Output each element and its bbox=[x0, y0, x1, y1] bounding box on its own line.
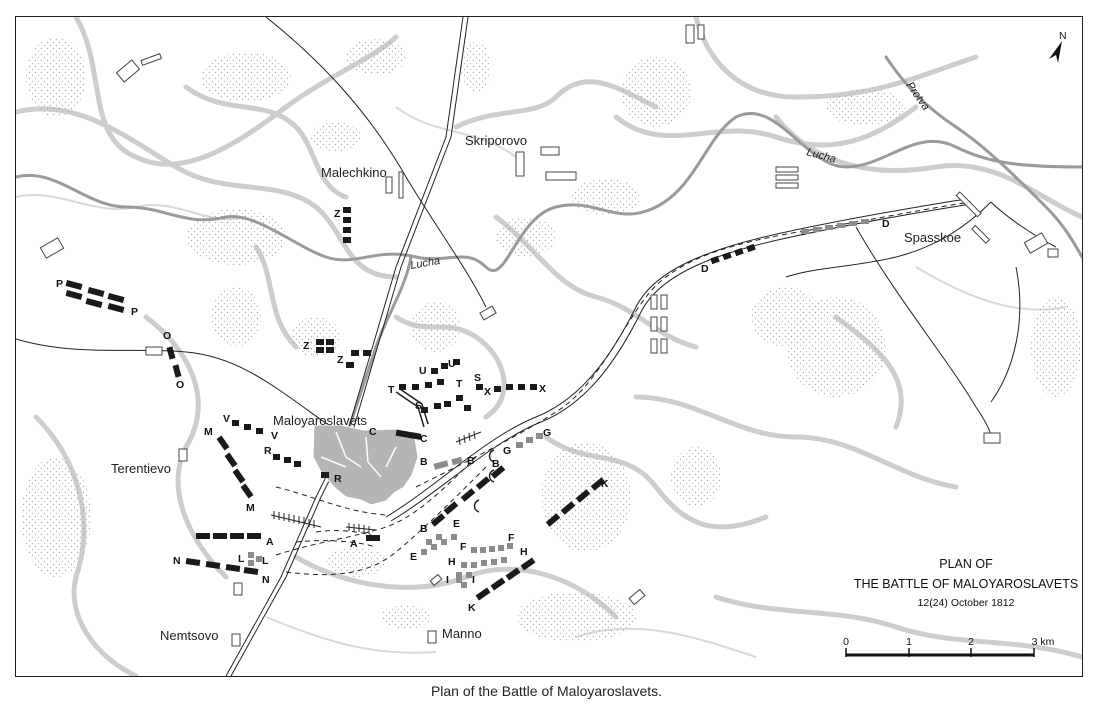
plan-title-line1: PLAN OF bbox=[939, 557, 993, 571]
unit-letter-N: N bbox=[262, 574, 270, 586]
place-manno: Manno bbox=[442, 626, 482, 641]
place-names: Maloyaroslavets Malechkino Skriporovo Sp… bbox=[111, 133, 961, 643]
russian-cavalry-marks bbox=[473, 449, 495, 513]
scale-tick-2: 2 bbox=[968, 636, 974, 648]
unit-letter-X: X bbox=[539, 383, 546, 395]
river-lucha-upper: Lucha bbox=[805, 146, 837, 165]
place-malechkino: Malechkino bbox=[321, 165, 387, 180]
unit-letter-H: H bbox=[448, 556, 456, 568]
unit-letter-X: X bbox=[484, 386, 491, 398]
russian-unit-blocks bbox=[65, 207, 756, 601]
unit-letter-B: B bbox=[420, 456, 428, 468]
unit-letter-C: C bbox=[369, 426, 377, 438]
unit-letter-A: A bbox=[266, 536, 274, 548]
scale-tick-0: 0 bbox=[843, 636, 849, 648]
unit-letter-Z: Z bbox=[303, 340, 310, 352]
fortification-lines bbox=[270, 388, 482, 534]
unit-letter-B: B bbox=[420, 523, 428, 535]
unit-letter-B: B bbox=[467, 455, 475, 467]
unit-letter-R: R bbox=[264, 445, 272, 457]
unit-letter-U: U bbox=[448, 358, 456, 370]
plan-title-line2: THE BATTLE OF MALOYAROSLAVETS bbox=[854, 577, 1078, 591]
unit-letter-F: F bbox=[508, 532, 515, 544]
unit-letter-D: D bbox=[701, 263, 709, 275]
place-spasskoe: Spasskoe bbox=[904, 230, 961, 245]
unit-letter-M: M bbox=[204, 426, 213, 438]
unit-letter-R: R bbox=[334, 473, 342, 485]
unit-letter-T: T bbox=[388, 384, 395, 396]
unit-letter-K: K bbox=[601, 478, 609, 490]
plan-title: PLAN OF THE BATTLE OF MALOYAROSLAVETS 12… bbox=[854, 557, 1078, 609]
unit-letter-O: O bbox=[163, 330, 171, 342]
north-letter: N bbox=[1059, 30, 1067, 42]
plan-date: 12(24) October 1812 bbox=[918, 597, 1015, 609]
battle-map: P P O O Z Z Z U U T T S S X X V V M M R … bbox=[15, 16, 1083, 677]
rivers bbox=[16, 55, 1082, 439]
unit-letter-V: V bbox=[223, 413, 230, 425]
north-arrow: N bbox=[1049, 30, 1067, 63]
advance-routes bbox=[275, 201, 972, 576]
unit-letter-U: U bbox=[419, 365, 427, 377]
unit-letter-C: C bbox=[420, 433, 428, 445]
unit-letter-Z: Z bbox=[334, 208, 341, 220]
unit-letter-O: O bbox=[176, 379, 184, 391]
village-buildings bbox=[39, 24, 1059, 647]
unit-letter-N: N bbox=[173, 555, 181, 567]
unit-letter-I: I bbox=[446, 574, 449, 586]
scale-tick-1: 1 bbox=[906, 636, 912, 648]
forest-areas bbox=[21, 37, 1081, 642]
place-skriporovo: Skriporovo bbox=[465, 133, 527, 148]
scale-tick-3: 3 km bbox=[1032, 636, 1055, 648]
place-maloyaroslavets: Maloyaroslavets bbox=[273, 413, 367, 428]
unit-letter-G: G bbox=[503, 445, 511, 457]
river-lucha-mid: Lucha bbox=[409, 255, 441, 272]
unit-letter-S: S bbox=[415, 400, 422, 412]
unit-letter-Z: Z bbox=[337, 354, 344, 366]
unit-letter-I: I bbox=[472, 574, 475, 586]
figure-caption: Plan of the Battle of Maloyaroslavets. bbox=[430, 683, 663, 699]
unit-letter-F: F bbox=[460, 541, 467, 553]
place-terentievo: Terentievo bbox=[111, 461, 171, 476]
unit-letter-L: L bbox=[238, 553, 245, 565]
unit-letter-V: V bbox=[271, 430, 278, 442]
unit-letters: P P O O Z Z Z U U T T S S X X V V M M R … bbox=[56, 208, 890, 614]
unit-letter-E: E bbox=[410, 551, 417, 563]
unit-letter-L: L bbox=[262, 555, 269, 567]
unit-letter-K: K bbox=[468, 602, 476, 614]
unit-letter-D: D bbox=[882, 218, 890, 230]
map-canvas: P P O O Z Z Z U U T T S S X X V V M M R … bbox=[16, 17, 1082, 676]
unit-letter-H: H bbox=[520, 546, 528, 558]
place-nemtsovo: Nemtsovo bbox=[160, 628, 219, 643]
maloyaroslavets-town bbox=[312, 424, 419, 506]
scale-bar: 0 1 2 3 km bbox=[843, 636, 1055, 657]
unit-letter-E: E bbox=[453, 518, 460, 530]
unit-letter-B: B bbox=[492, 458, 500, 470]
unit-letter-P: P bbox=[131, 306, 138, 318]
unit-letter-S: S bbox=[474, 372, 481, 384]
unit-letter-T: T bbox=[456, 378, 463, 390]
unit-letter-G: G bbox=[543, 427, 551, 439]
unit-letter-P: P bbox=[56, 278, 63, 290]
unit-letter-M: M bbox=[246, 502, 255, 514]
french-unit-blocks bbox=[248, 219, 869, 588]
unit-letter-A: A bbox=[350, 538, 358, 550]
